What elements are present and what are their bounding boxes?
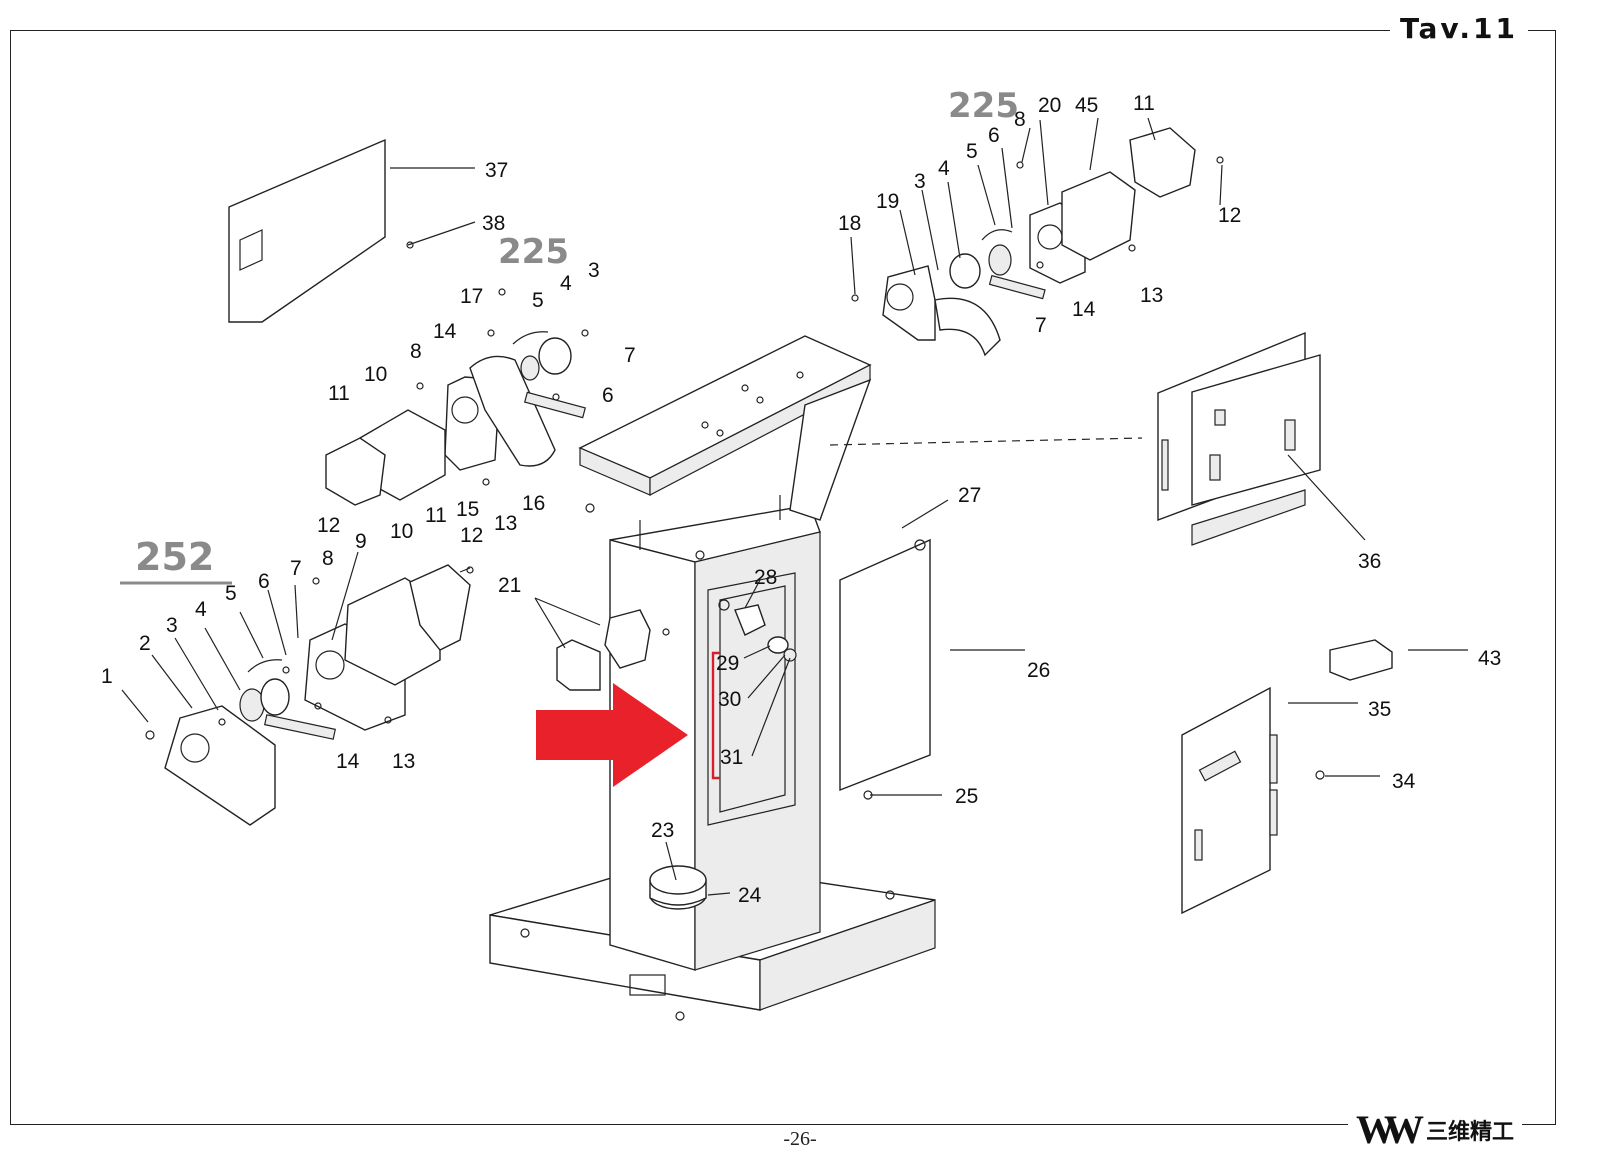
callout: 28 — [754, 566, 777, 589]
brand-mark-second: W — [1383, 1107, 1424, 1152]
callout: 12 — [460, 524, 483, 547]
control-board-36 — [1157, 331, 1321, 546]
connector-43 — [1329, 639, 1393, 681]
callout: 16 — [522, 492, 545, 515]
callout: 36 — [1358, 550, 1381, 573]
callout: 26 — [1027, 659, 1050, 682]
callout: 13 — [494, 512, 517, 535]
callout: 15 — [456, 498, 479, 521]
gauge-24 — [649, 865, 707, 910]
callout: 29 — [716, 652, 739, 675]
callout: 45 — [1075, 94, 1098, 117]
group-label-225-right: 225 — [948, 86, 1019, 126]
callout: 31 — [720, 746, 743, 769]
callout: 1 — [101, 665, 113, 688]
callout: 4 — [938, 157, 950, 180]
callout: 23 — [651, 819, 674, 842]
callout: 12 — [317, 514, 340, 537]
red-pointer-arrow — [536, 683, 688, 787]
brand-name: 三维精工 — [1425, 1119, 1514, 1145]
brand-mark: W — [1355, 1107, 1396, 1152]
callout: 9 — [355, 530, 367, 553]
callout: 5 — [532, 289, 544, 312]
red-bracket — [711, 651, 720, 780]
callout: 3 — [914, 170, 926, 193]
callout: 10 — [364, 363, 387, 386]
switch-assembly-21 — [556, 609, 670, 691]
door-panel-26 — [839, 538, 931, 800]
callout: 8 — [322, 547, 334, 570]
callout: 10 — [390, 520, 413, 543]
drive-assembly-225-right — [851, 127, 1224, 357]
machine-base — [489, 859, 936, 1021]
callout: 35 — [1368, 698, 1391, 721]
callout: 38 — [482, 212, 505, 235]
callout: 19 — [876, 190, 899, 213]
callout: 43 — [1478, 647, 1501, 670]
callout: 27 — [958, 484, 981, 507]
callout: 6 — [602, 384, 614, 407]
callout: 25 — [955, 785, 978, 808]
leader-lines — [121, 117, 1468, 896]
callout: 34 — [1392, 770, 1416, 793]
group-label-252: 252 — [135, 535, 214, 579]
page-number: -26- — [783, 1128, 817, 1150]
callout: 13 — [392, 750, 415, 773]
callout: 13 — [1140, 284, 1163, 307]
callout: 11 — [328, 382, 350, 405]
drive-assembly-225-left — [228, 138, 589, 506]
callout: 11 — [425, 504, 447, 527]
sheet-label: Tav.11 — [1390, 12, 1528, 45]
brand-logo: W W 三维精工 — [1347, 1106, 1522, 1153]
callout: 21 — [498, 574, 521, 597]
callout: 17 — [460, 285, 483, 308]
callout: 3 — [166, 614, 178, 637]
drive-assembly-252 — [145, 564, 474, 826]
callout: 18 — [838, 212, 861, 235]
callout: 24 — [738, 884, 762, 907]
leader-dashed — [829, 437, 1143, 446]
callout: 11 — [1133, 92, 1155, 115]
callout: 4 — [560, 272, 572, 295]
callout: 7 — [624, 344, 636, 367]
callout: 7 — [290, 557, 302, 580]
callout: 30 — [718, 688, 741, 711]
callout: 6 — [258, 570, 270, 593]
callout: 5 — [225, 582, 237, 605]
group-label-225-left: 225 — [498, 232, 569, 272]
callout: 7 — [1035, 314, 1047, 337]
callout: 8 — [410, 340, 422, 363]
callout: 37 — [485, 159, 508, 182]
callout: 20 — [1038, 94, 1061, 117]
callout: 5 — [966, 140, 978, 163]
callout: 12 — [1218, 204, 1241, 227]
callout: 6 — [988, 124, 1000, 147]
fittings-28-31 — [718, 599, 797, 662]
callout: 14 — [336, 750, 360, 773]
callout: 14 — [433, 320, 457, 343]
callout: 14 — [1072, 298, 1096, 321]
drawing-frame — [10, 30, 1556, 1125]
top-plate — [578, 335, 872, 560]
callout: 2 — [139, 632, 151, 655]
callout: 8 — [1014, 108, 1026, 131]
callouts: 1 2 3 4 5 6 7 8 9 10 11 12 13 14 37 38 1… — [101, 92, 1501, 907]
callout: 3 — [588, 259, 600, 282]
callout: 4 — [195, 598, 207, 621]
circuit-board-35 — [1181, 686, 1325, 915]
